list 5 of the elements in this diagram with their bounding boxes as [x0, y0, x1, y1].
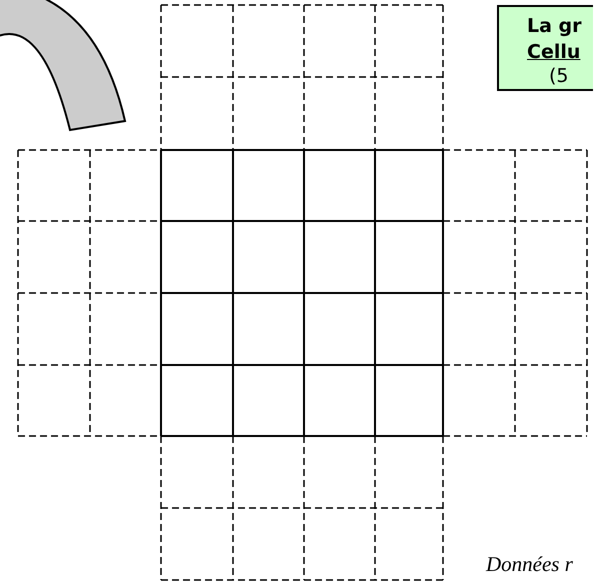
heading-text: (5: [549, 65, 569, 87]
note-text: Données r: [486, 552, 573, 577]
title-box: [497, 5, 593, 91]
heading-text: Cellu: [527, 41, 580, 63]
title-text: La gr: [527, 15, 582, 37]
